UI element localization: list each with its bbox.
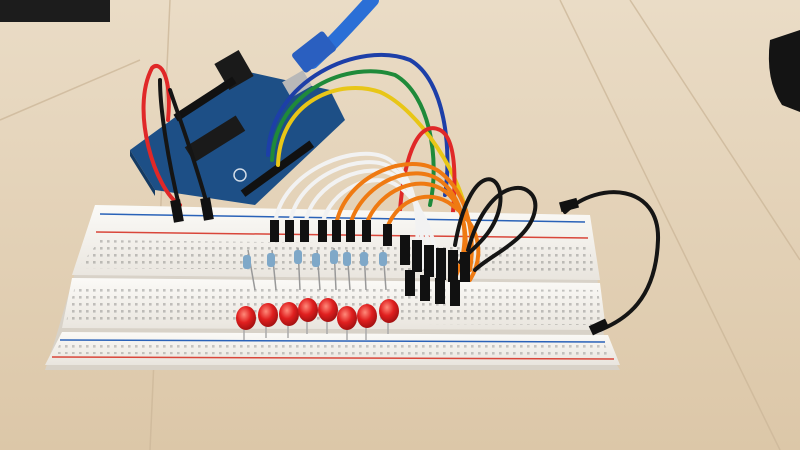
wire-white — [320, 178, 439, 274]
wire-blue — [266, 52, 450, 197]
wire-green — [270, 69, 436, 207]
wire-black-left-1 — [158, 78, 182, 212]
power-jack — [214, 50, 254, 90]
wire-black-right — [563, 190, 661, 332]
jumper-pin-headers — [170, 197, 610, 336]
chip — [184, 115, 246, 163]
wire-orange — [385, 194, 481, 282]
led — [279, 302, 299, 338]
resistor — [294, 247, 302, 291]
arduino-logo — [233, 168, 247, 182]
resistor — [379, 249, 387, 291]
phone-corner — [768, 30, 800, 112]
wire-black-left-2 — [168, 88, 210, 210]
led — [318, 298, 338, 334]
wire-black-loop — [466, 186, 538, 272]
header-pins — [173, 76, 315, 197]
wire-red-left — [141, 64, 182, 207]
resistor — [312, 249, 321, 291]
wire-black-loop — [453, 177, 503, 264]
resistor — [330, 247, 338, 291]
led — [258, 303, 278, 338]
hole-grid-rail — [55, 343, 610, 355]
arduino-board — [130, 50, 345, 205]
led — [236, 306, 256, 340]
resistor — [267, 249, 277, 291]
led — [298, 298, 318, 334]
laptop-corner — [0, 0, 110, 22]
usb-port — [282, 70, 312, 98]
resistor — [243, 249, 256, 291]
resistor — [360, 249, 368, 291]
led — [379, 299, 399, 334]
wire-orange — [364, 181, 467, 280]
led — [357, 304, 377, 340]
led — [337, 306, 357, 340]
leds — [236, 298, 399, 340]
jumper-loops — [273, 151, 661, 332]
usb-plug — [292, 31, 336, 73]
resistor — [343, 249, 351, 291]
resistors — [243, 247, 387, 291]
wire-white — [273, 151, 420, 267]
